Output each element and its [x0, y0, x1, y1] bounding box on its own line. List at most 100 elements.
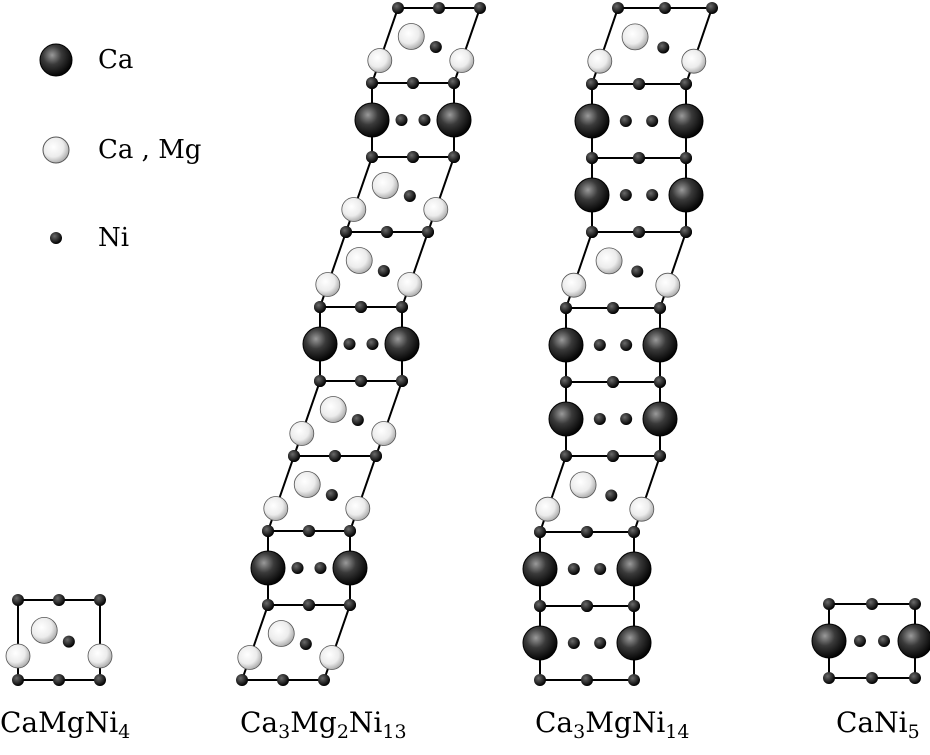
unit-cell-frame — [17, 599, 101, 681]
ni-atom — [909, 672, 921, 684]
ca-mg-atom — [267, 620, 295, 647]
ni-atom — [633, 78, 645, 90]
ni-atom — [567, 637, 580, 649]
ni-atom — [395, 114, 408, 126]
ca-mg-atom — [423, 197, 449, 222]
ca-mg-atom — [371, 421, 397, 446]
ca-atom — [302, 326, 338, 362]
ni-atom — [620, 339, 633, 351]
ca-mg-atom — [397, 23, 425, 50]
ni-atom — [823, 598, 835, 610]
ni-atom — [607, 376, 619, 388]
formula-ca3mg2ni13: Ca3Mg2Ni13 — [240, 706, 407, 743]
ni-atom — [654, 450, 666, 462]
ni-atom — [631, 265, 644, 278]
ca-mg-atom — [371, 172, 399, 199]
ni-atom — [344, 525, 356, 537]
ni-atom — [646, 189, 659, 201]
ni-atom — [474, 2, 486, 14]
ni-atom — [534, 674, 546, 686]
ni-atom — [560, 376, 572, 388]
ni-atom — [370, 450, 382, 462]
ni-atom — [262, 525, 274, 537]
formula-subscript: 3 — [573, 721, 586, 743]
formula-text: Mg — [290, 706, 337, 739]
ni-atom — [377, 265, 390, 277]
ca-mg-atom — [263, 496, 289, 521]
ni-atom — [680, 78, 692, 90]
ni-atom-icon — [36, 218, 76, 258]
ca-atom — [616, 625, 652, 661]
ni-atom — [422, 226, 434, 238]
ni-atom — [620, 413, 633, 425]
formula-text: Ca — [240, 706, 279, 739]
ca-atom — [384, 326, 420, 362]
ni-atom — [866, 672, 878, 684]
ni-atom — [628, 674, 640, 686]
ca-mg-atom — [449, 48, 475, 73]
ni-atom — [381, 226, 393, 238]
ni-atom — [366, 338, 379, 350]
ni-atom — [633, 152, 645, 164]
ca-mg-atom — [289, 421, 315, 446]
ni-atom — [329, 450, 341, 462]
ca-atom — [548, 327, 584, 363]
ca-mg-atom — [621, 23, 649, 51]
ca-atom-icon — [36, 40, 76, 80]
ca-mg-atom — [397, 272, 423, 297]
ni-atom — [355, 375, 367, 387]
ni-atom — [53, 674, 65, 686]
ni-atom — [288, 450, 300, 462]
formula-subscript: 3 — [278, 721, 291, 743]
ni-atom — [633, 226, 645, 238]
ca-atom — [642, 327, 678, 363]
formula-ca3mgni14: Ca3MgNi14 — [535, 706, 689, 743]
ca-mg-atom — [319, 645, 345, 670]
ni-atom — [581, 674, 593, 686]
ca-atom — [250, 550, 286, 586]
ni-atom — [314, 562, 327, 574]
legend-label-ca: Ca — [98, 45, 134, 75]
ni-atom — [303, 525, 315, 537]
ca-mg-atom — [681, 48, 707, 74]
ni-atom — [303, 599, 315, 611]
ni-atom — [318, 674, 330, 686]
ca-atom — [668, 177, 704, 213]
ca-atom — [668, 103, 704, 139]
ni-atom — [586, 152, 598, 164]
formula-camgni4: CaMgNi4 — [0, 706, 130, 743]
formula-text: Ni — [348, 706, 383, 739]
ca-mg-atom — [30, 617, 58, 644]
ca-atom — [574, 177, 610, 213]
legend-label-ni: Ni — [98, 223, 130, 253]
ca-atom — [332, 550, 368, 586]
ni-atom — [433, 2, 445, 14]
ni-atom — [878, 635, 891, 647]
ni-atom — [581, 526, 593, 538]
ni-atom — [53, 594, 65, 606]
ca-atom — [811, 623, 847, 659]
ni-atom — [680, 226, 692, 238]
ni-atom — [448, 151, 460, 163]
ca-atom — [522, 625, 558, 661]
ca-mg-atom — [293, 471, 321, 498]
ni-atom — [340, 226, 352, 238]
ni-atom — [12, 594, 24, 606]
ni-atom — [619, 115, 632, 127]
ca-mg-atom — [587, 48, 613, 74]
ni-atom — [299, 638, 312, 650]
ni-atom — [657, 41, 670, 54]
ni-atom — [586, 78, 598, 90]
ni-atom — [396, 375, 408, 387]
ca-atom — [436, 102, 472, 138]
ca-mg-atom — [655, 272, 681, 298]
ni-atom — [612, 2, 624, 14]
ni-atom — [262, 599, 274, 611]
ni-atom — [236, 674, 248, 686]
ca-mg-atom — [87, 643, 113, 669]
ni-atom — [277, 674, 289, 686]
formula-subscript: 13 — [382, 721, 407, 743]
ni-atom — [680, 152, 692, 164]
